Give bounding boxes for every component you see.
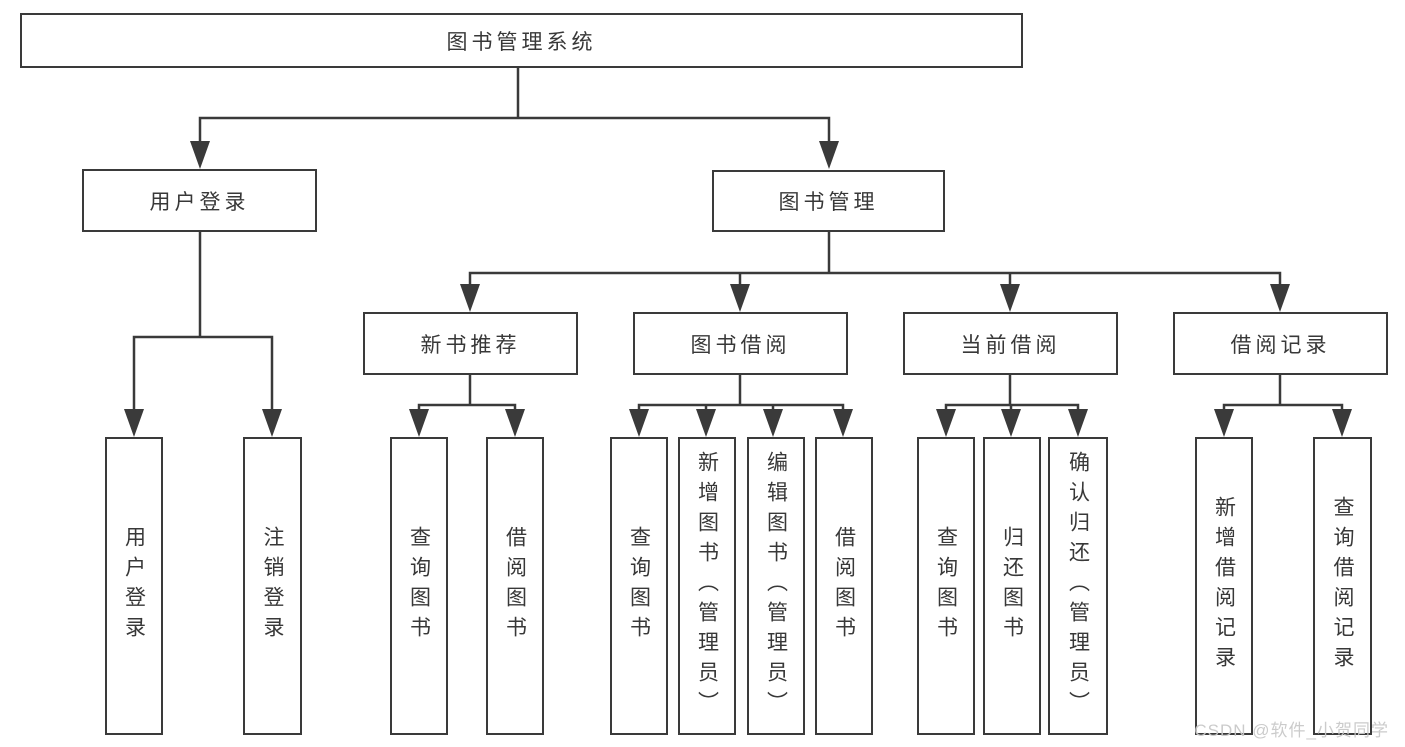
node-label: 注销登录 xyxy=(261,526,284,646)
arrow-down-icon xyxy=(730,284,750,312)
leaf-logout: 注销登录 xyxy=(243,437,302,735)
leaf-add-book-admin: 新增图书（管理员） xyxy=(678,437,736,735)
node-library-management-system: 图书管理系统 xyxy=(20,13,1023,68)
node-current-borrowing: 当前借阅 xyxy=(903,312,1118,375)
leaf-query-borrow-record: 查询借阅记录 xyxy=(1313,437,1372,735)
arrow-down-icon xyxy=(833,409,853,437)
node-label: 当前借阅 xyxy=(960,333,1061,357)
node-label: 借阅图书 xyxy=(832,526,856,646)
arrow-down-icon xyxy=(1214,409,1234,437)
leaf-edit-book-admin: 编辑图书（管理员） xyxy=(747,437,805,735)
arrow-down-icon xyxy=(262,409,282,437)
node-label: 用户登录 xyxy=(149,190,250,214)
node-label: 图书管理系统 xyxy=(446,30,597,54)
leaf-query-book: 查询图书 xyxy=(390,437,448,735)
node-book-management: 图书管理 xyxy=(712,170,945,232)
arrow-down-icon xyxy=(936,409,956,437)
node-label: 新增借阅记录 xyxy=(1212,496,1236,676)
node-label: 借阅图书 xyxy=(503,526,527,646)
arrow-down-icon xyxy=(124,409,144,437)
arrow-down-icon xyxy=(1270,284,1290,312)
branch-book-borrow xyxy=(637,373,845,413)
branch-new-book xyxy=(417,373,517,413)
arrowheads xyxy=(124,141,1352,437)
node-label: 新书推荐 xyxy=(420,333,521,357)
arrow-down-icon xyxy=(629,409,649,437)
arrow-down-icon xyxy=(190,141,210,169)
arrow-down-icon xyxy=(696,409,716,437)
node-label: 用户登录 xyxy=(122,526,146,646)
node-label: 查询图书 xyxy=(407,526,431,646)
node-borrowing-records: 借阅记录 xyxy=(1173,312,1388,375)
arrow-down-icon xyxy=(1001,409,1021,437)
node-label: 图书借阅 xyxy=(690,333,791,357)
arrow-down-icon xyxy=(460,284,480,312)
node-label: 新增图书（管理员） xyxy=(695,451,719,721)
watermark: CSDN @软件_小贺同学 xyxy=(1194,721,1389,740)
arrow-down-icon xyxy=(1000,284,1020,312)
leaf-borrow-book: 借阅图书 xyxy=(815,437,873,735)
leaf-query-book: 查询图书 xyxy=(610,437,668,735)
leaf-borrow-book: 借阅图书 xyxy=(486,437,544,735)
node-label: 编辑图书（管理员） xyxy=(764,451,788,721)
branch-level3 xyxy=(468,271,1282,288)
leaf-add-borrow-record: 新增借阅记录 xyxy=(1195,437,1253,735)
leaf-user-login: 用户登录 xyxy=(105,437,163,735)
node-user-login: 用户登录 xyxy=(82,169,317,232)
arrow-down-icon xyxy=(409,409,429,437)
branch-user-login xyxy=(132,335,274,413)
arrow-down-icon xyxy=(763,409,783,437)
node-label: 查询图书 xyxy=(934,526,958,646)
node-label: 借阅记录 xyxy=(1230,333,1331,357)
node-label: 查询借阅记录 xyxy=(1331,496,1354,676)
leaf-query-book: 查询图书 xyxy=(917,437,975,735)
leaf-confirm-return-admin: 确认归还（管理员） xyxy=(1048,437,1108,735)
node-label: 归还图书 xyxy=(1000,526,1024,646)
node-label: 图书管理 xyxy=(778,191,879,214)
node-new-book-recommendation: 新书推荐 xyxy=(363,312,578,375)
arrow-down-icon xyxy=(505,409,525,437)
node-label: 确认归还（管理员） xyxy=(1066,451,1090,721)
branch-current-borrow xyxy=(944,373,1080,413)
leaf-return-book: 归还图书 xyxy=(983,437,1041,735)
arrow-down-icon xyxy=(819,141,839,169)
node-label: 查询图书 xyxy=(627,526,651,646)
branch-borrow-records xyxy=(1222,373,1344,413)
node-book-borrowing: 图书借阅 xyxy=(633,312,848,375)
branch-level2 xyxy=(198,116,831,145)
arrow-down-icon xyxy=(1068,409,1088,437)
arrow-down-icon xyxy=(1332,409,1352,437)
